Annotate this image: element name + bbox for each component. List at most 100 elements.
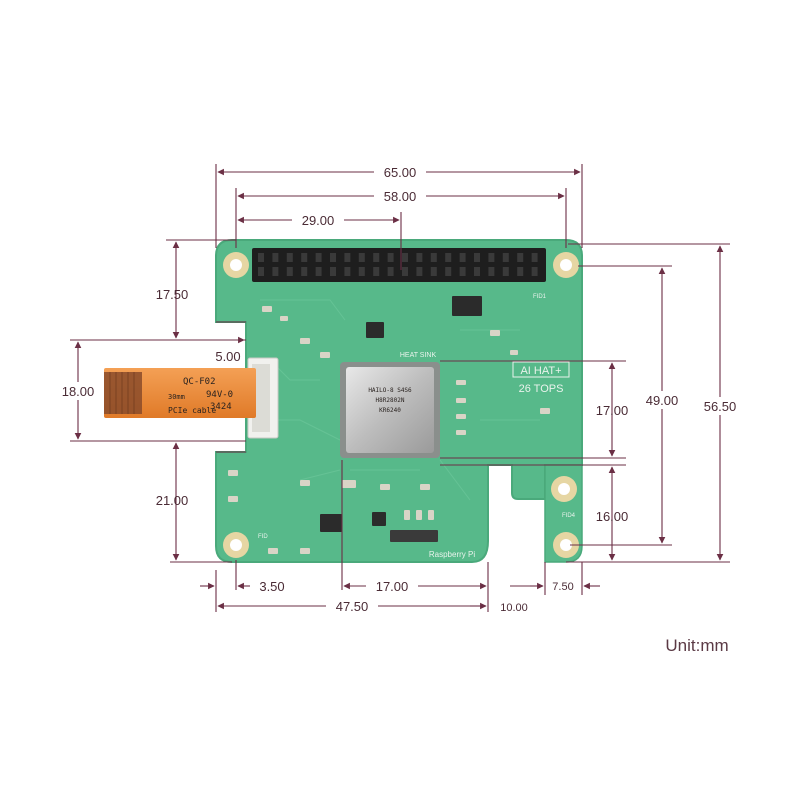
fid-label-top: FID1 — [533, 294, 547, 300]
smd-component — [390, 530, 438, 542]
gpio-pin — [315, 267, 322, 276]
dim-chip-offset-label: 17.00 — [376, 579, 409, 594]
gpio-pin — [531, 253, 538, 262]
dim-header-span-label: 58.00 — [384, 189, 417, 204]
gpio-pin — [301, 253, 308, 262]
gpio-pin — [373, 253, 380, 262]
ai-chip: HAILO-8 S4S6 H8R2802N KR6240 — [340, 362, 440, 458]
smd-component — [452, 296, 482, 316]
cable-date: 3424 — [210, 402, 232, 412]
smd-component — [228, 470, 238, 476]
dim-cable-inset-label: 5.00 — [215, 349, 240, 364]
dim-bottom-span-label: 47.50 — [336, 599, 369, 614]
dim-top-width-label: 65.00 — [384, 165, 417, 180]
smd-component — [416, 510, 422, 520]
smd-component — [342, 480, 356, 488]
gpio-pin — [344, 267, 351, 276]
mounting-holes — [223, 252, 579, 558]
smd-component — [320, 514, 342, 532]
pcie-ribbon-cable: QC-F02 94V-0 30mm 3424 PCIe cable — [104, 368, 256, 418]
mounting-hole-bottom-left — [223, 532, 249, 558]
smd-component — [490, 330, 500, 336]
smd-component — [320, 352, 330, 358]
gpio-pin — [416, 253, 423, 262]
gpio-pin — [517, 267, 524, 276]
gpio-pin — [387, 253, 394, 262]
gpio-pin — [531, 267, 538, 276]
gpio-pin — [387, 267, 394, 276]
smd-component — [456, 414, 466, 419]
dim-board-height-label: 56.50 — [704, 399, 737, 414]
svg-text:H8R2802N: H8R2802N — [376, 397, 405, 404]
gpio-pin — [445, 267, 452, 276]
fid-label-left: FID — [258, 534, 268, 540]
dim-left-bottom-label: 21.00 — [156, 493, 189, 508]
gpio-pins — [258, 253, 538, 276]
smd-component — [300, 480, 310, 486]
smd-component — [372, 512, 386, 526]
fid-label-right: FID4 — [562, 513, 576, 519]
product-label-box: AI HAT+ — [512, 361, 570, 378]
gpio-pin — [416, 267, 423, 276]
svg-text:KR6240: KR6240 — [379, 407, 401, 414]
dim-right-lower-label: 16.00 — [596, 509, 629, 524]
gpio-pin — [272, 267, 279, 276]
smd-component — [456, 398, 466, 403]
gpio-pin — [286, 267, 293, 276]
dim-right-inset-label: 7.50 — [552, 581, 573, 593]
gpio-pin — [301, 267, 308, 276]
smd-component — [428, 510, 434, 520]
performance-label: 26 TOPS — [519, 383, 564, 395]
smd-component — [300, 338, 310, 344]
heatsink-label: HEAT SINK — [400, 352, 437, 359]
gpio-pin — [402, 267, 408, 276]
svg-text:HAILO-8 S4S6: HAILO-8 S4S6 — [368, 387, 412, 394]
smd-component — [268, 548, 278, 554]
smd-components — [228, 296, 550, 554]
gpio-pin — [358, 267, 365, 276]
smd-component — [300, 548, 310, 554]
gpio-pin — [430, 253, 437, 262]
gpio-pin — [474, 267, 480, 276]
smd-component — [420, 484, 430, 490]
cable-contacts — [109, 372, 135, 414]
gpio-pin — [330, 253, 336, 262]
gpio-pin — [272, 253, 279, 262]
unit-label: Unit:mm — [665, 636, 728, 655]
gpio-header — [252, 248, 546, 282]
gpio-pin — [488, 253, 495, 262]
gpio-pin — [358, 253, 365, 262]
gpio-pin — [315, 253, 322, 262]
gpio-pin — [502, 253, 509, 262]
smd-component — [540, 408, 550, 414]
gpio-pin — [286, 253, 293, 262]
gpio-pin — [430, 267, 437, 276]
cable-type: PCIe cable — [168, 406, 216, 415]
mounting-hole-top-left — [223, 252, 249, 278]
dim-cutout-label: 10.00 — [500, 602, 528, 614]
smd-component — [456, 380, 466, 385]
gpio-pin — [502, 267, 509, 276]
dim-hole-span-label: 49.00 — [646, 393, 679, 408]
gpio-pin — [474, 253, 480, 262]
mounting-hole-top-right — [553, 252, 579, 278]
gpio-pin — [258, 267, 264, 276]
smd-component — [366, 322, 384, 338]
gpio-pin — [517, 253, 524, 262]
smd-component — [262, 306, 272, 312]
mounting-hole-right-mid — [551, 476, 577, 502]
dim-cable-width-label: 18.00 — [62, 384, 95, 399]
gpio-pin — [344, 253, 351, 262]
gpio-pin — [402, 253, 408, 262]
dim-left-top-label: 17.50 — [156, 287, 189, 302]
gpio-pin — [488, 267, 495, 276]
gpio-pin — [373, 267, 380, 276]
gpio-pin — [459, 267, 466, 276]
cable-code: QC-F02 — [183, 377, 216, 387]
product-name: AI HAT+ — [520, 365, 561, 377]
dim-hole-inset-label: 3.50 — [259, 579, 284, 594]
dim-header-half-label: 29.00 — [302, 213, 335, 228]
smd-component — [228, 496, 238, 502]
gpio-pin — [258, 253, 264, 262]
